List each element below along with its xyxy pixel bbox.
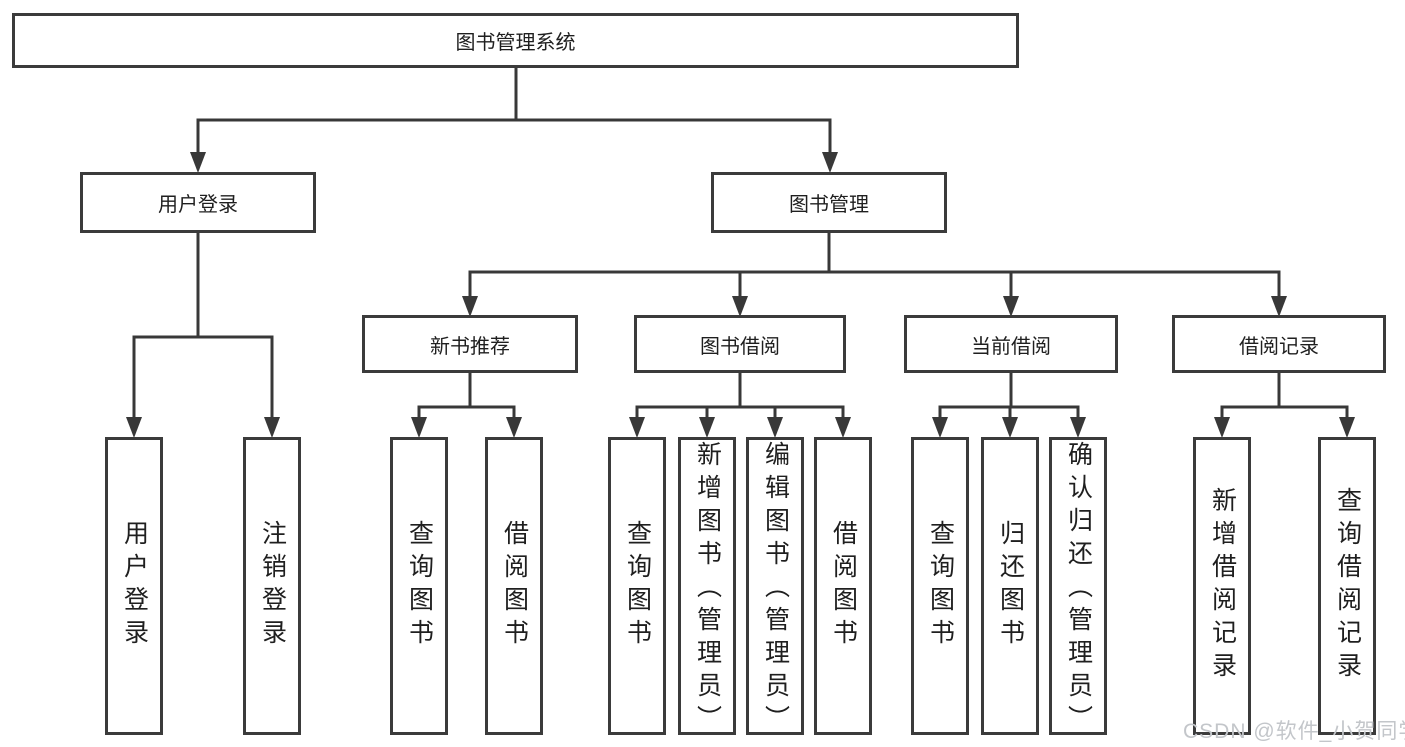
leaf-borrow-books-recommend-label: 借阅图书 [500, 520, 529, 652]
leaf-edit-books-admin-label: 编辑图书（管理员） [761, 441, 790, 738]
node-current-borrowing: 当前借阅 [904, 315, 1118, 373]
leaf-borrow-books-recommend: 借阅图书 [485, 437, 543, 735]
csdn-watermark: CSDN @软件_小贺同学 [1183, 720, 1405, 743]
leaf-query-borrow-record: 查询借阅记录 [1318, 437, 1376, 735]
leaf-add-borrow-record-label: 新增借阅记录 [1208, 487, 1237, 685]
leaf-logout-label: 注销登录 [258, 520, 287, 652]
leaf-confirm-return-admin: 确认归还（管理员） [1049, 437, 1107, 738]
leaf-user-login: 用户登录 [105, 437, 163, 735]
leaf-query-books-recommend: 查询图书 [390, 437, 448, 735]
leaf-user-login-label: 用户登录 [120, 520, 149, 652]
leaf-query-books-current: 查询图书 [911, 437, 969, 735]
leaf-add-books-admin: 新增图书（管理员） [678, 437, 736, 738]
leaf-query-books-current-label: 查询图书 [926, 520, 955, 652]
leaf-query-books-borrowing: 查询图书 [608, 437, 666, 735]
node-library-management-system: 图书管理系统 [12, 13, 1019, 68]
leaf-return-books-label: 归还图书 [996, 520, 1025, 652]
leaf-query-books-borrowing-label: 查询图书 [623, 520, 652, 652]
leaf-add-borrow-record: 新增借阅记录 [1193, 437, 1251, 735]
node-new-book-recommendation: 新书推荐 [362, 315, 578, 373]
node-user-login: 用户登录 [80, 172, 316, 233]
node-book-management: 图书管理 [711, 172, 947, 233]
node-book-borrowing: 图书借阅 [634, 315, 846, 373]
leaf-query-books-recommend-label: 查询图书 [405, 520, 434, 652]
leaf-borrow-books: 借阅图书 [814, 437, 872, 735]
leaf-confirm-return-admin-label: 确认归还（管理员） [1064, 441, 1093, 738]
leaf-query-borrow-record-label: 查询借阅记录 [1333, 487, 1362, 685]
leaf-logout: 注销登录 [243, 437, 301, 735]
leaf-edit-books-admin: 编辑图书（管理员） [746, 437, 804, 738]
leaf-add-books-admin-label: 新增图书（管理员） [693, 441, 722, 738]
leaf-borrow-books-label: 借阅图书 [829, 520, 858, 652]
leaf-return-books: 归还图书 [981, 437, 1039, 735]
node-borrowing-records: 借阅记录 [1172, 315, 1386, 373]
